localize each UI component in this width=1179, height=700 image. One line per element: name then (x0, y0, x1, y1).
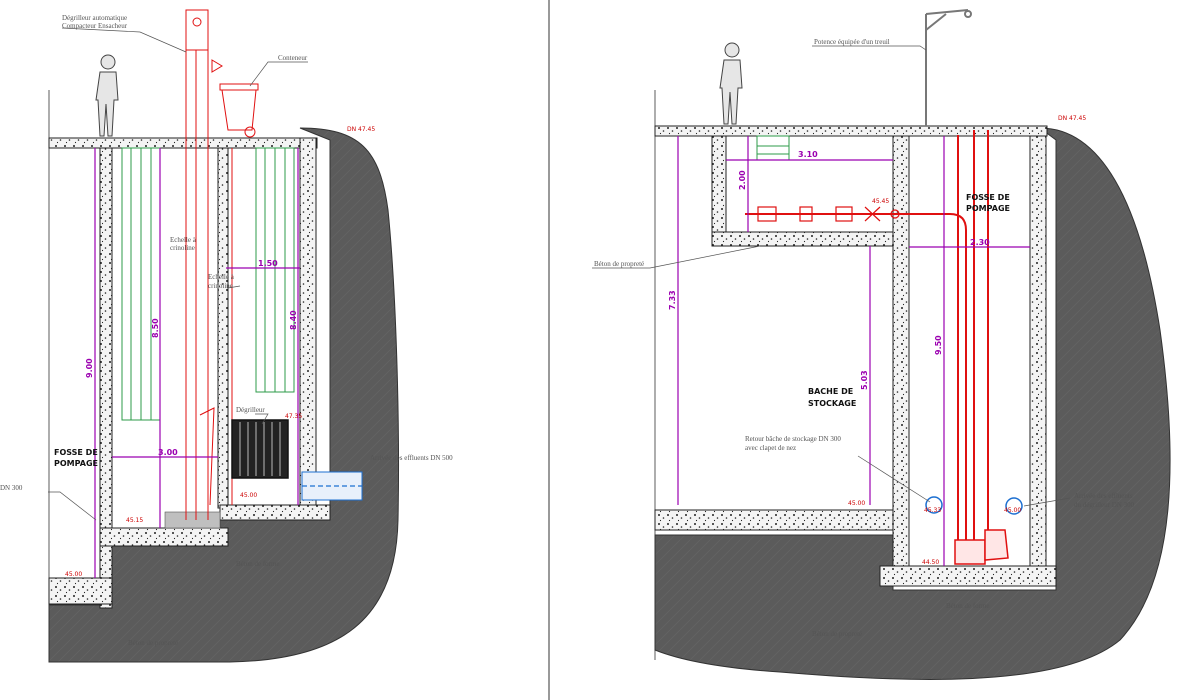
left-dim-small-grate: 47.35 (285, 413, 302, 420)
right-leaders (592, 45, 1071, 507)
right-wall-right (1029, 135, 1047, 567)
left-dim-840: 8.40 (289, 310, 298, 330)
left-label-degrilleur-1: Dégrilleur automatique (62, 14, 127, 22)
right-label-arrivee-2: du dégrilleur DN 300 (1074, 501, 1135, 509)
left-label-echelle-2: crinoline (170, 244, 195, 252)
right-ladder (756, 135, 790, 161)
left-wall-outer (99, 147, 113, 609)
right-dim-small-top: DN 47.45 (1058, 115, 1086, 122)
right-ground (654, 127, 1171, 680)
right-label-retour-2: avec clapet de nez (745, 444, 796, 452)
left-dim-150: 1.50 (258, 259, 278, 268)
right-top-slab (654, 125, 1048, 137)
right-dim-small-b: 45.00 (1004, 507, 1021, 514)
left-dim-300: 3.00 (158, 448, 178, 457)
left-label-arrivee: Arrivée des effluents DN 500 (370, 454, 453, 462)
left-label-degrilleur-2: Compacteur Ensacheur (62, 22, 128, 30)
left-channel-floor (219, 504, 331, 521)
left-tag-fosse-1: FOSSE DE (54, 448, 98, 457)
right-arrival-inlet (1005, 497, 1023, 515)
left-ground (48, 127, 400, 663)
left-inlet-pipe (301, 471, 363, 501)
left-label-echelle2-1: Echelle à (208, 273, 235, 281)
right-dim-small-c: 44.50 (922, 559, 939, 566)
left-conteneur (219, 83, 259, 138)
left-ladder-2 (255, 147, 295, 393)
left-tag-fosse-2: POMPAGE (54, 459, 98, 468)
left-section: Dégrilleur automatique Compacteur Ensach… (0, 9, 453, 663)
right-potence (925, 9, 972, 126)
left-bottom-slab (99, 527, 229, 547)
right-human-figure (719, 42, 743, 125)
left-label-beton-forme: Béton de forme (236, 560, 280, 568)
right-tag-fosse-1: FOSSE DE (966, 193, 1010, 202)
right-dim-310: 3.10 (798, 150, 818, 159)
right-label-retour-1: Retour bâche de stockage DN 300 (745, 435, 841, 443)
right-dim-small-a: 45.33 (924, 507, 941, 514)
right-fosse-floor (879, 565, 1057, 587)
left-dim-850: 8.50 (151, 318, 160, 338)
left-dim-small-top: DN 47.45 (347, 126, 375, 133)
left-degrilleur-column (185, 9, 223, 520)
right-dim-733: 7.33 (668, 290, 677, 310)
right-wall-left (711, 135, 727, 247)
right-dim-small-pipe: 45.45 (872, 198, 889, 205)
right-pipework (745, 130, 989, 560)
left-human-figure (95, 54, 119, 137)
right-dim-950: 9.50 (934, 335, 943, 355)
right-dim-230: 2.30 (970, 238, 990, 247)
left-grate (231, 419, 289, 479)
left-dim-small-c: 45.00 (65, 571, 82, 578)
right-return-inlet (925, 496, 943, 514)
right-tag-fosse-2: POMPAGE (966, 204, 1010, 213)
right-bache-floor (654, 509, 894, 531)
right-label-beton-proprete: Béton de propreté (812, 630, 862, 638)
left-wall-middle (217, 147, 229, 509)
left-dim-small-a: 45.00 (240, 492, 257, 499)
right-wall-middle (892, 135, 910, 567)
left-dim-900: 9.00 (85, 358, 94, 378)
right-label-beton-forme: Béton de forme (946, 602, 990, 610)
right-label-beton-proprete-top: Béton de propreté (594, 260, 644, 268)
left-label-conteneur: Conteneur (278, 54, 308, 62)
left-grey-sump (164, 511, 221, 529)
right-dimensions (677, 136, 1030, 566)
right-dim-503: 5.03 (860, 370, 869, 390)
right-dim-200: 2.00 (738, 170, 747, 190)
left-label-echelle2-2: crinoline (208, 282, 233, 290)
left-label-beton-proprete: Béton de propreté (128, 639, 178, 647)
right-dim-small-bache: 45.00 (848, 500, 865, 507)
right-section: Potence équipée d'un treuil Béton de pro… (592, 9, 1171, 680)
right-pump (954, 529, 1009, 565)
right-tag-bache-1: BACHE DE (808, 387, 853, 396)
left-wall-right (299, 137, 317, 511)
left-lower-slab (48, 577, 113, 605)
left-label-dn300: DN 300 (0, 484, 23, 492)
left-ladder-1 (121, 147, 161, 421)
left-label-degrilleur-small: Dégrilleur (236, 406, 265, 414)
left-dimensions (94, 148, 300, 578)
right-label-arrivee-1: Arrivée des effluents (1074, 492, 1133, 500)
right-tag-bache-2: STOCKAGE (808, 399, 856, 408)
left-top-slab (48, 137, 318, 149)
left-label-echelle-1: Echelle à (170, 236, 197, 244)
left-dim-small-b: 45.15 (126, 517, 143, 524)
right-mid-slab (711, 231, 894, 247)
right-label-potence: Potence équipée d'un treuil (814, 38, 890, 46)
left-leaders (48, 27, 308, 521)
